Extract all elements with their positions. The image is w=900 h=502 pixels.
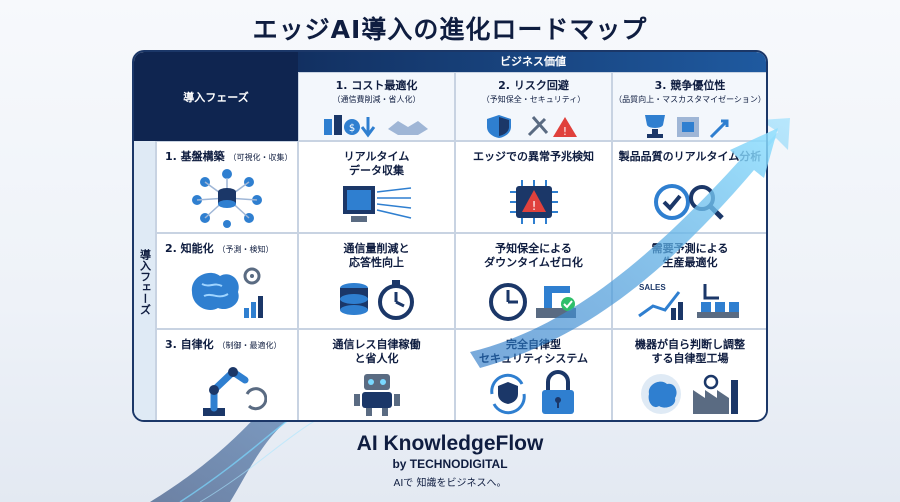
cell-label: 製品品質のリアルタイム分析 bbox=[618, 150, 762, 163]
robot-arm-icon bbox=[203, 367, 267, 416]
cell-intelligence-competitive: 需要予測による 生産最適化 SALES bbox=[612, 233, 766, 329]
row-header-autonomy: 3. 自律化 （制御・最適化） bbox=[156, 329, 298, 420]
robot-icon bbox=[353, 374, 400, 416]
cost-reduction-icon: $ bbox=[323, 115, 428, 138]
monitor-data-icon bbox=[342, 186, 411, 222]
svg-text:!: ! bbox=[562, 125, 566, 138]
cell-label: 通信量削減と 応答性向上 bbox=[343, 242, 410, 269]
cell-foundation-risk: エッジでの異常予兆検知 ! bbox=[455, 141, 612, 233]
cell-autonomy-competitive: 機器が自ら判断し調整 する自律型工場 bbox=[612, 329, 766, 420]
cell-foundation-competitive: 製品品質のリアルタイム分析 bbox=[612, 141, 766, 233]
chip-warning-icon: ! bbox=[509, 180, 558, 224]
row-sub: （可視化・収集） bbox=[228, 153, 293, 162]
phase-side-header: 導入フェーズ bbox=[134, 141, 156, 420]
column-label: 2. リスク回避 bbox=[498, 79, 569, 92]
column-header-competitive: 3. 競争優位性 （品質向上・マスカスタマイゼーション） bbox=[612, 72, 766, 141]
cell-intelligence-risk: 予知保全による ダウンタイムゼロ化 bbox=[455, 233, 612, 329]
column-sub: （通信費削減・省人化） bbox=[332, 95, 421, 104]
network-database-icon bbox=[192, 169, 262, 228]
phase-corner-header: 導入フェーズ bbox=[134, 52, 298, 141]
row-sub: （予測・検知） bbox=[217, 245, 274, 254]
check-magnifier-icon bbox=[654, 184, 724, 220]
brand-by: by TECHNODIGITAL bbox=[392, 457, 508, 471]
business-value-header: ビジネス価値 bbox=[298, 52, 766, 72]
column-label: 1. コスト最適化 bbox=[335, 79, 418, 92]
cell-label: 通信レス自律稼働 と省人化 bbox=[332, 338, 421, 365]
cell-autonomy-risk: 完全自律型 セキュリティシステム bbox=[455, 329, 612, 420]
shield-wrench-icon: ! bbox=[486, 115, 577, 138]
cell-autonomy-cost: 通信レス自律稼働 と省人化 bbox=[298, 329, 455, 420]
row-label: 3. 自律化 bbox=[165, 338, 214, 351]
svg-text:!: ! bbox=[531, 199, 536, 213]
cell-label: 完全自律型 セキュリティシステム bbox=[478, 338, 588, 365]
column-sub: （品質向上・マスカスタマイゼーション） bbox=[614, 95, 766, 104]
cell-intelligence-cost: 通信量削減と 応答性向上 bbox=[298, 233, 455, 329]
trophy-icon bbox=[645, 115, 729, 139]
row-header-intelligence: 2. 知能化 （予測・検知） bbox=[156, 233, 298, 329]
shield-lock-icon bbox=[489, 370, 574, 415]
column-label: 3. 競争優位性 bbox=[654, 79, 726, 92]
brand-name: AI KnowledgeFlow bbox=[356, 432, 544, 455]
brand-block: AI KnowledgeFlow by TECHNODIGITAL AIで 知識… bbox=[300, 432, 600, 489]
database-stopwatch-icon bbox=[339, 280, 414, 320]
clock-machine-icon bbox=[488, 283, 576, 321]
cell-label: 機器が自ら判断し調整 する自律型工場 bbox=[635, 338, 745, 365]
brain-gear-chart-icon bbox=[191, 267, 263, 318]
brand-tagline: AIで 知識をビジネスへ。 bbox=[393, 478, 507, 489]
cell-label: エッジでの異常予兆検知 bbox=[473, 150, 594, 163]
svg-text:$: $ bbox=[348, 123, 354, 134]
sales-chart-conveyor-icon: SALES bbox=[638, 283, 739, 320]
row-label: 1. 基盤構築 bbox=[165, 150, 225, 163]
cell-label: 予知保全による ダウンタイムゼロ化 bbox=[484, 242, 583, 269]
row-sub: （制御・最適化） bbox=[217, 341, 282, 350]
page-title: エッジAI導入の進化ロードマップ bbox=[252, 15, 648, 44]
sales-label: SALES bbox=[639, 283, 666, 292]
column-header-cost: 1. コスト最適化 （通信費削減・省人化） $ bbox=[298, 72, 455, 141]
cell-foundation-cost: リアルタイム データ収集 bbox=[298, 141, 455, 233]
brain-factory-icon bbox=[641, 374, 738, 414]
roadmap-matrix: 導入フェーズ ビジネス価値 導入フェーズ 1. コスト最適化 （通信費削減・省人… bbox=[132, 50, 768, 422]
row-header-foundation: 1. 基盤構築 （可視化・収集） bbox=[156, 141, 298, 233]
row-label: 2. 知能化 bbox=[165, 242, 214, 255]
cell-label: 需要予測による 生産最適化 bbox=[651, 242, 729, 269]
column-header-risk: 2. リスク回避 （予知保全・セキュリティ） ! bbox=[455, 72, 612, 141]
column-sub: （予知保全・セキュリティ） bbox=[481, 95, 586, 104]
cell-label: リアルタイム データ収集 bbox=[343, 150, 410, 177]
